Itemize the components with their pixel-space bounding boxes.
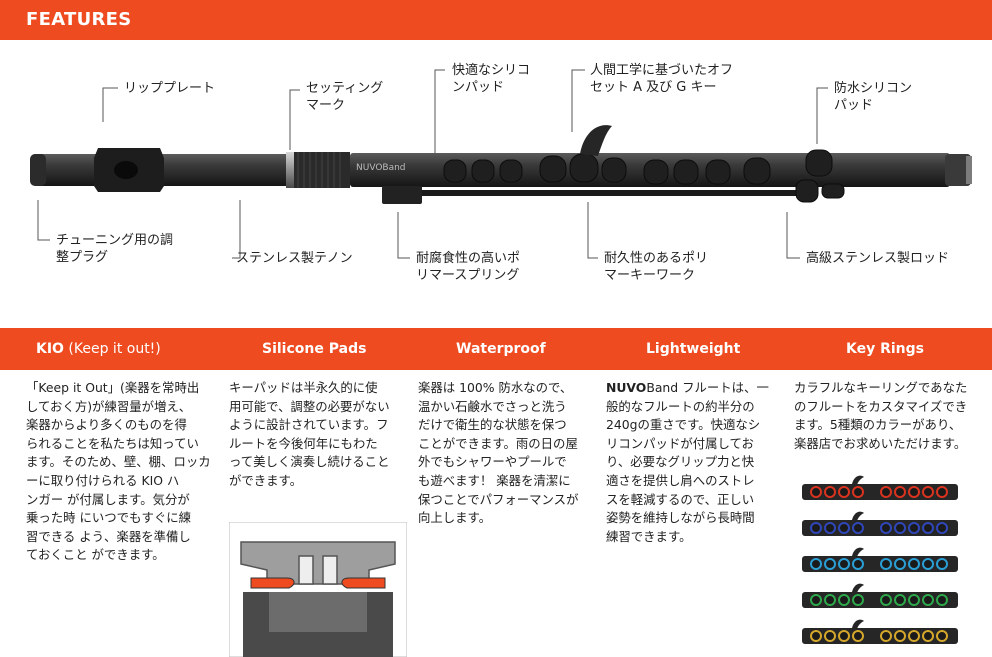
key-ring	[810, 630, 822, 642]
callout-setting-mark: セッティング マーク	[306, 81, 384, 113]
key-ring	[880, 558, 892, 570]
key-ring	[810, 594, 822, 606]
key-ring	[824, 630, 836, 642]
flute-diagram: NUVOBand リッププレート セッティング マーク 快適な	[0, 40, 992, 330]
key-ring	[880, 594, 892, 606]
key-ring	[936, 486, 948, 498]
key-ring	[824, 594, 836, 606]
flute-image: NUVOBand	[30, 125, 972, 204]
key-ring	[936, 522, 948, 534]
key-ring-flute	[802, 547, 958, 572]
key-ring	[936, 594, 948, 606]
key-ring	[894, 594, 906, 606]
key-ring	[824, 522, 836, 534]
key-ring	[852, 594, 864, 606]
header-bar	[0, 0, 992, 40]
key-ring	[852, 558, 864, 570]
key-ring	[838, 486, 850, 498]
key-ring	[852, 486, 864, 498]
key-ring	[922, 558, 934, 570]
callout-rod: 高級ステンレス製ロッド	[806, 251, 950, 266]
callout-tenon: ステンレス製テノン	[236, 251, 353, 266]
key-ring	[894, 558, 906, 570]
key-ring	[824, 558, 836, 570]
silicone-pad-cross-section	[229, 522, 407, 657]
key-ring	[838, 558, 850, 570]
callout-waterproof-pad: 防水シリコン パッド	[834, 81, 913, 113]
callout-ergonomic-keys: 人間工学に基づいたオフ セット A 及び G キー	[590, 63, 734, 95]
key-ring	[908, 630, 920, 642]
key-ring	[936, 558, 948, 570]
callout-keywork: 耐久性のあるポリ マーキーワーク	[604, 251, 709, 283]
heading-silicone-pads: Silicone Pads	[262, 341, 367, 357]
key-ring	[936, 630, 948, 642]
keys	[443, 149, 845, 203]
key-rings-image	[802, 475, 958, 644]
key-ring	[838, 594, 850, 606]
key-ring	[908, 486, 920, 498]
key-ring	[922, 594, 934, 606]
key-ring	[880, 522, 892, 534]
callout-polymer-spring: 耐腐食性の高いポ リマースプリング	[416, 251, 521, 283]
flute-brand: NUVOBand	[356, 163, 406, 173]
waterproof-description: 楽器は 100% 防水なので、 温かい石鹸水でさっと洗う だけで衛生的な状態を保…	[418, 380, 579, 526]
heading-key-rings: Key Rings	[846, 341, 924, 357]
callout-lip-plate: リッププレート	[124, 81, 216, 96]
key-ring	[894, 522, 906, 534]
key-ring	[810, 558, 822, 570]
key-ring	[880, 486, 892, 498]
callout-tuning-plug: チューニング用の調 整プラグ	[56, 233, 174, 265]
key-ring	[880, 630, 892, 642]
silicone-pads-description: キーパッドは半永久的に使 用可能で、調整の必要がない ように設計されています。フ…	[229, 380, 390, 488]
callout-lines	[37, 69, 828, 259]
callout-silicone-pad: 快適なシリコ ンパッド	[452, 63, 531, 95]
key-ring	[894, 630, 906, 642]
key-ring	[922, 522, 934, 534]
key-ring	[852, 522, 864, 534]
lightweight-description: NUVOBand フルートは、一 般的なフルートの約半分の 240gの重さです。…	[606, 380, 769, 544]
key-ring-flute	[802, 475, 958, 500]
key-ring	[908, 522, 920, 534]
key-ring	[838, 522, 850, 534]
key-ring	[838, 630, 850, 642]
key-ring	[908, 594, 920, 606]
key-ring	[852, 630, 864, 642]
key-ring-flute	[802, 511, 958, 536]
heading-kio: KIO (Keep it out!)	[36, 341, 161, 357]
key-ring	[922, 630, 934, 642]
key-ring	[922, 486, 934, 498]
page-title: FEATURES	[26, 9, 132, 30]
heading-waterproof: Waterproof	[456, 341, 546, 357]
key-ring-flute	[802, 583, 958, 608]
key-ring	[894, 486, 906, 498]
tenon	[286, 152, 294, 188]
kio-description: 「Keep it Out」(楽器を常時出 しておく方)が練習量が増え、 楽器から…	[26, 380, 211, 563]
key-ring	[824, 486, 836, 498]
key-ring	[908, 558, 920, 570]
features-bar	[0, 328, 992, 370]
key-ring	[810, 522, 822, 534]
key-rings-description: カラフルなキーリングであなた のフルートをカスタマイズでき ます。5種類のカラー…	[794, 380, 968, 451]
key-ring	[810, 486, 822, 498]
heading-lightweight: Lightweight	[646, 341, 741, 357]
key-ring-flute	[802, 619, 958, 644]
ergonomic-key-lever	[580, 125, 612, 156]
